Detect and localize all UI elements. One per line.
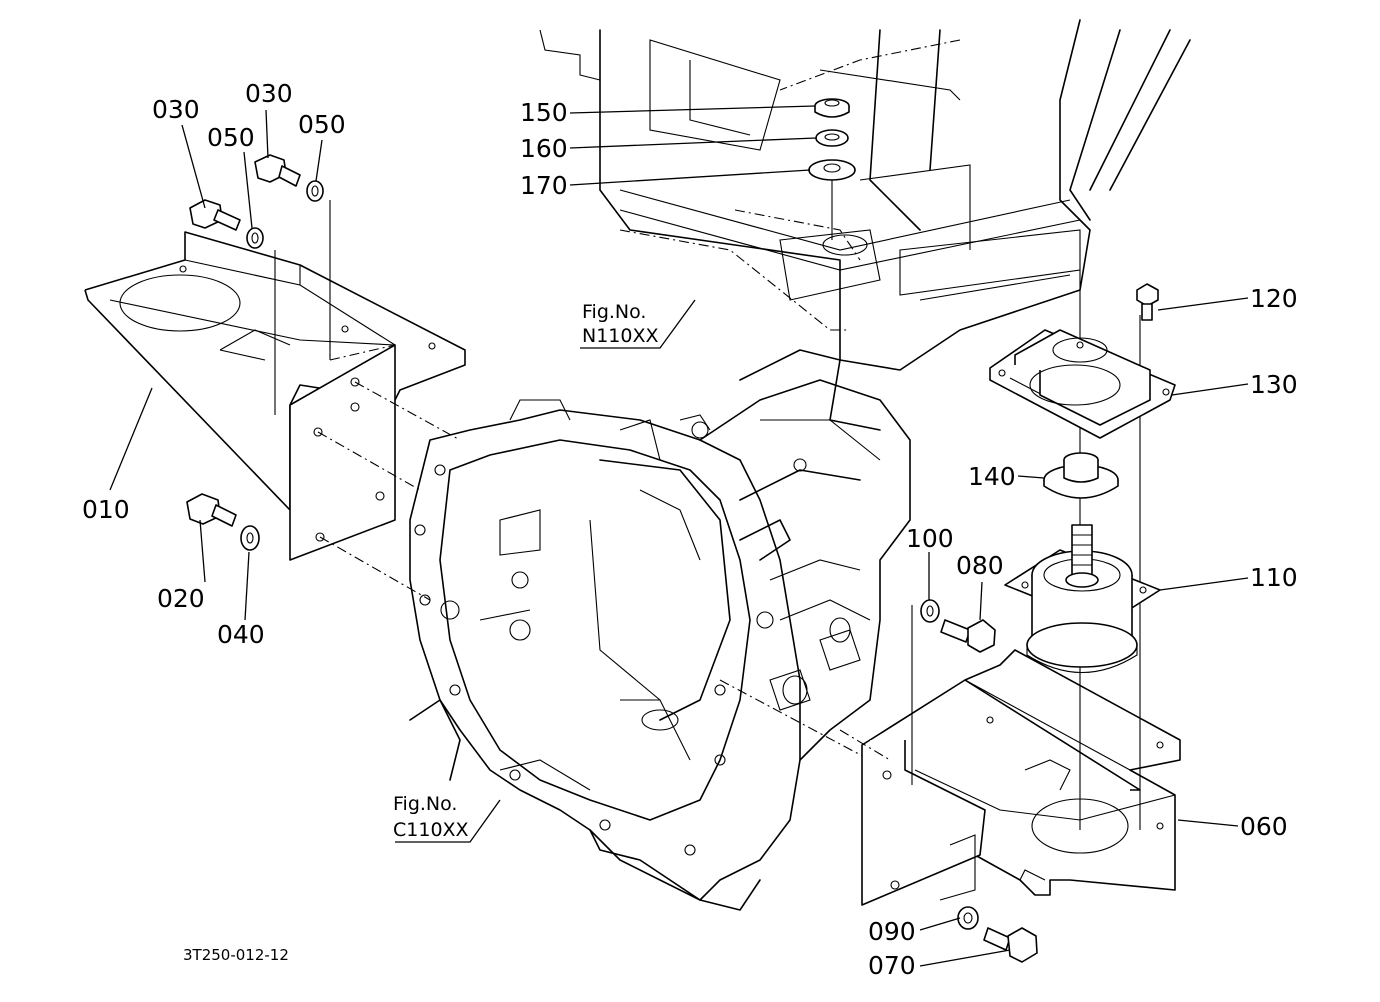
- label-140: 140: [968, 462, 1016, 491]
- bolt-070: [983, 927, 1038, 963]
- fig-ref-case-line2: C110XX: [393, 819, 469, 841]
- fig-ref-frame-line1: Fig.No.: [582, 301, 646, 323]
- label-080: 080: [956, 551, 1004, 580]
- washer-050-a: [246, 227, 264, 249]
- label-160: 160: [520, 134, 568, 163]
- cover-130: [989, 329, 1176, 439]
- label-030-a: 030: [152, 95, 200, 124]
- label-040: 040: [217, 620, 265, 649]
- nut-150: [814, 98, 850, 118]
- washer-160: [815, 129, 849, 147]
- bracket-010: [84, 200, 466, 601]
- label-030-b: 030: [245, 79, 293, 108]
- figure-reference-frame: Fig.No. N110XX: [582, 301, 659, 347]
- washer-100: [920, 599, 940, 623]
- stopper-140: [1043, 452, 1119, 499]
- washer-040: [240, 525, 260, 551]
- bolt-030-a: [189, 199, 241, 231]
- washer-170: [808, 159, 856, 181]
- washer-090: [957, 906, 979, 930]
- label-070: 070: [868, 951, 916, 980]
- label-130: 130: [1250, 370, 1298, 399]
- label-110: 110: [1250, 563, 1298, 592]
- label-020: 020: [157, 584, 205, 613]
- frame-assembly: [539, 19, 1191, 371]
- leader-lines: [109, 105, 1249, 967]
- label-050-a: 050: [207, 123, 255, 152]
- bolt-080: [940, 619, 996, 653]
- bolt-120: [1136, 283, 1159, 321]
- label-150: 150: [520, 98, 568, 127]
- part-labels: 030 030 050 050 010 020 040 150 160 170 …: [82, 79, 1298, 980]
- figure-reference-case: Fig.No. C110XX: [393, 793, 469, 841]
- drawing-code: 3T250-012-12: [183, 946, 289, 964]
- washer-050-b: [306, 180, 324, 202]
- rubber-mount-110: [1004, 524, 1161, 674]
- bracket-060: [839, 270, 1181, 906]
- label-060: 060: [1240, 812, 1288, 841]
- label-010: 010: [82, 495, 130, 524]
- label-050-b: 050: [298, 110, 346, 139]
- label-120: 120: [1250, 284, 1298, 313]
- label-090: 090: [868, 917, 916, 946]
- bolt-030-b: [254, 154, 301, 187]
- transmission-case: [409, 349, 911, 911]
- bolt-020: [186, 493, 237, 527]
- label-100: 100: [906, 524, 954, 553]
- fig-ref-frame-line2: N110XX: [582, 325, 659, 347]
- fig-ref-case-line1: Fig.No.: [393, 793, 457, 815]
- label-170: 170: [520, 171, 568, 200]
